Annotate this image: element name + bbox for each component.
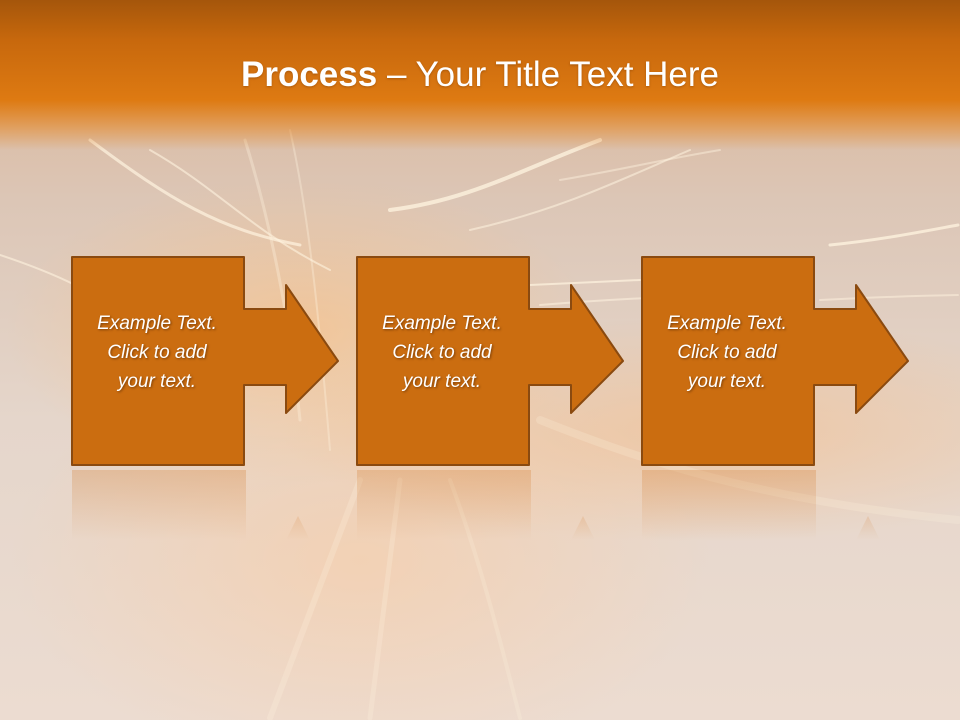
step-arrow-shape bbox=[641, 256, 909, 466]
slide-title[interactable]: Process – Your Title Text Here bbox=[0, 50, 960, 100]
title-strong-text: Process bbox=[241, 55, 378, 94]
step-reflection bbox=[72, 470, 362, 540]
step-arrow-shape bbox=[356, 256, 624, 466]
process-step-2[interactable]: Example Text. Click to add your text. bbox=[356, 256, 647, 466]
step-text: Example Text. Click to add your text. bbox=[667, 313, 787, 392]
title-rest-text: – Your Title Text Here bbox=[377, 55, 719, 94]
step-reflection bbox=[642, 470, 932, 540]
step-reflection bbox=[357, 470, 647, 540]
step-text: Example Text. Click to add your text. bbox=[382, 313, 502, 392]
step-text: Example Text. Click to add your text. bbox=[97, 313, 217, 392]
process-step-1[interactable]: Example Text. Click to add your text. bbox=[71, 256, 362, 466]
title-band bbox=[0, 0, 960, 150]
step-arrow-shape bbox=[71, 256, 339, 466]
process-step-3[interactable]: Example Text. Click to add your text. bbox=[641, 256, 932, 466]
